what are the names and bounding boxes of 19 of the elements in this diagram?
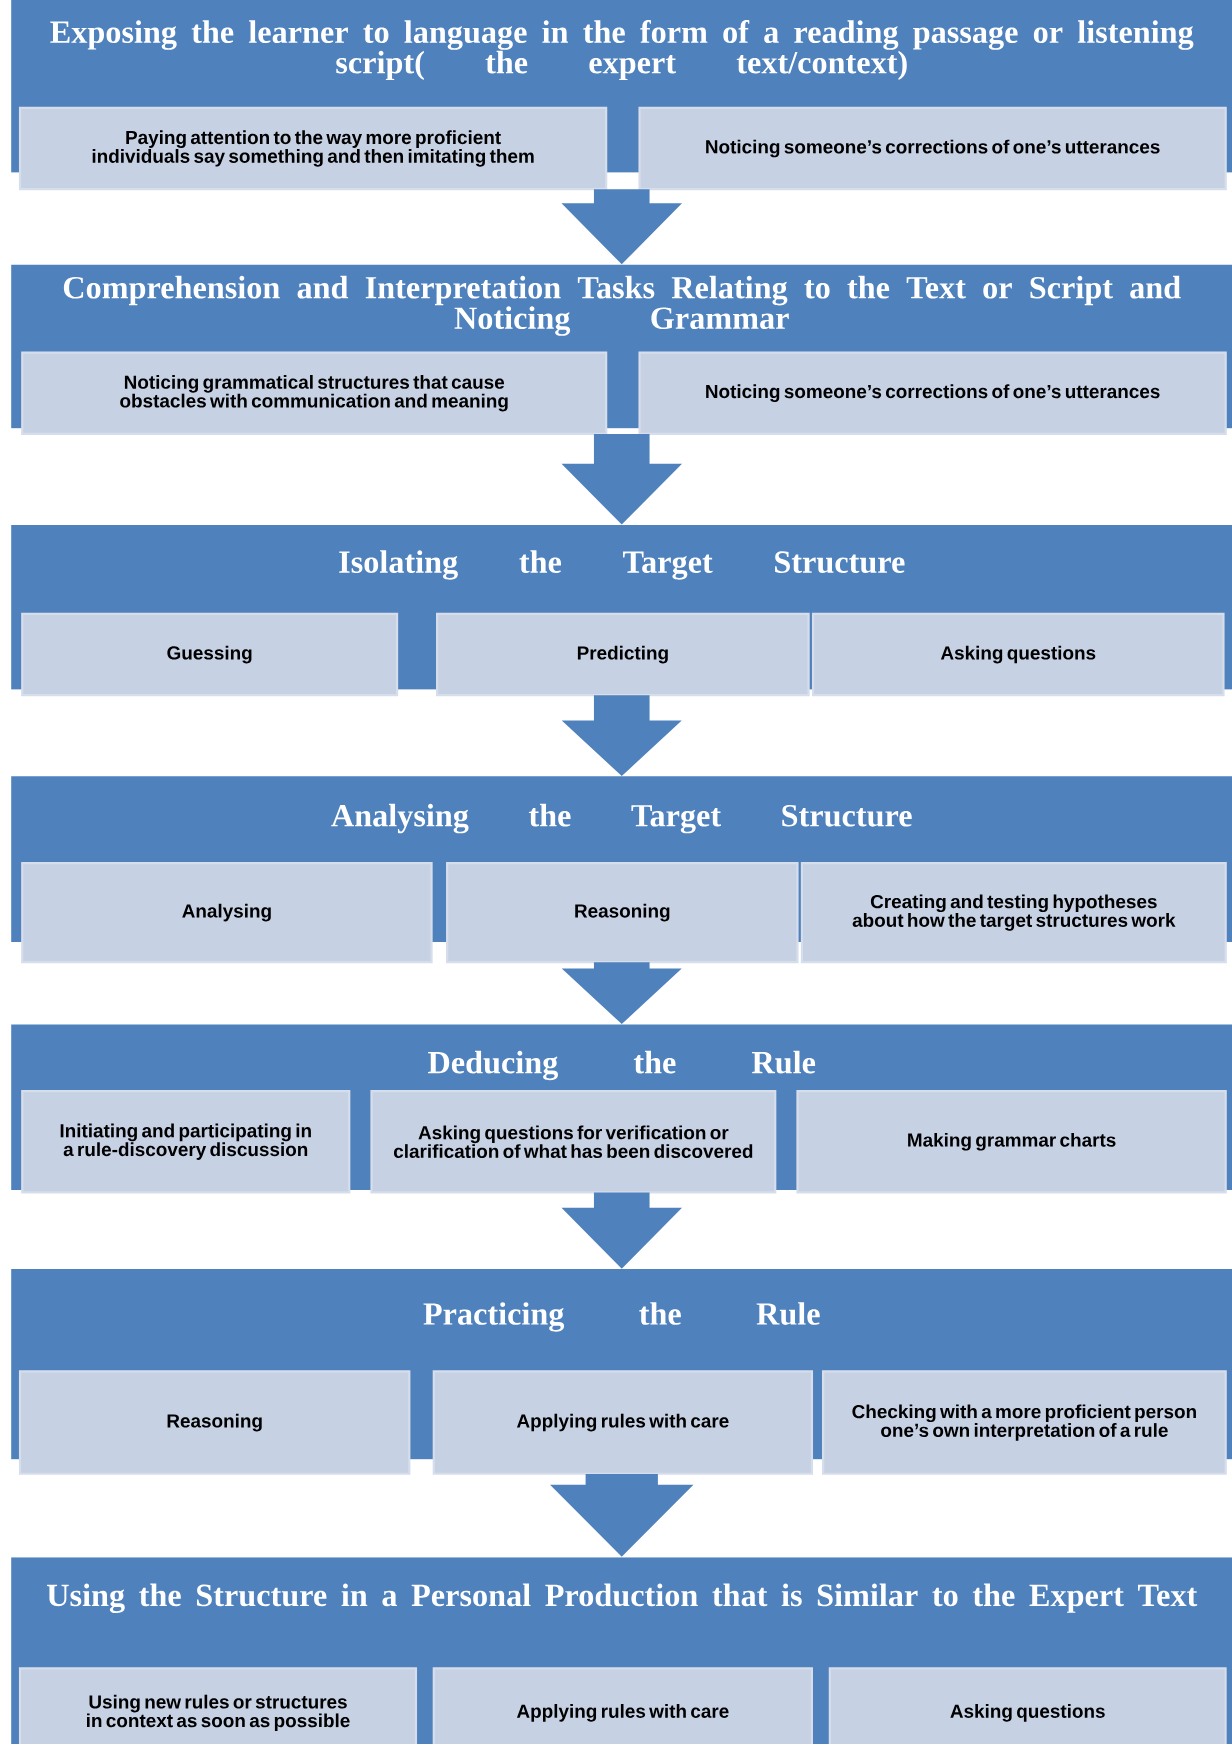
step-box: Asking questions for verification or clarification of what has been discovered — [370, 1090, 777, 1194]
step-box: Paying attention to the way more proficient individuals say something and then imitating them — [18, 106, 608, 191]
step-box: Using new rules or structures in context as soon as possible — [18, 1667, 417, 1744]
step-box: Noticing grammatical structures that cause obstacles with communication and meaning — [21, 351, 608, 435]
step-box: Applying rules with care — [432, 1667, 813, 1744]
step-box: Noticing someone’s corrections of one’s utterances — [638, 351, 1227, 435]
step-box: Creating and testing hypotheses about how the target structures work — [800, 862, 1227, 964]
step-box: Asking questions — [811, 612, 1225, 697]
step-box: Analysing — [21, 862, 433, 964]
step-box: Asking questions — [828, 1667, 1227, 1744]
step-box: Checking with a more proficient person one’s own interpretation of a rule — [821, 1370, 1227, 1475]
step-box: Initiating and participating in a rule-discovery discussion — [20, 1090, 351, 1194]
step-box: Making grammar charts — [796, 1090, 1227, 1194]
step-box: Reasoning — [18, 1370, 411, 1475]
step-box: Guessing — [21, 612, 398, 697]
step-box: Reasoning — [445, 862, 799, 964]
step-box: Predicting — [435, 612, 810, 697]
step-box: Noticing someone’s corrections of one’s utterances — [638, 106, 1227, 191]
step-box: Applying rules with care — [432, 1370, 813, 1475]
